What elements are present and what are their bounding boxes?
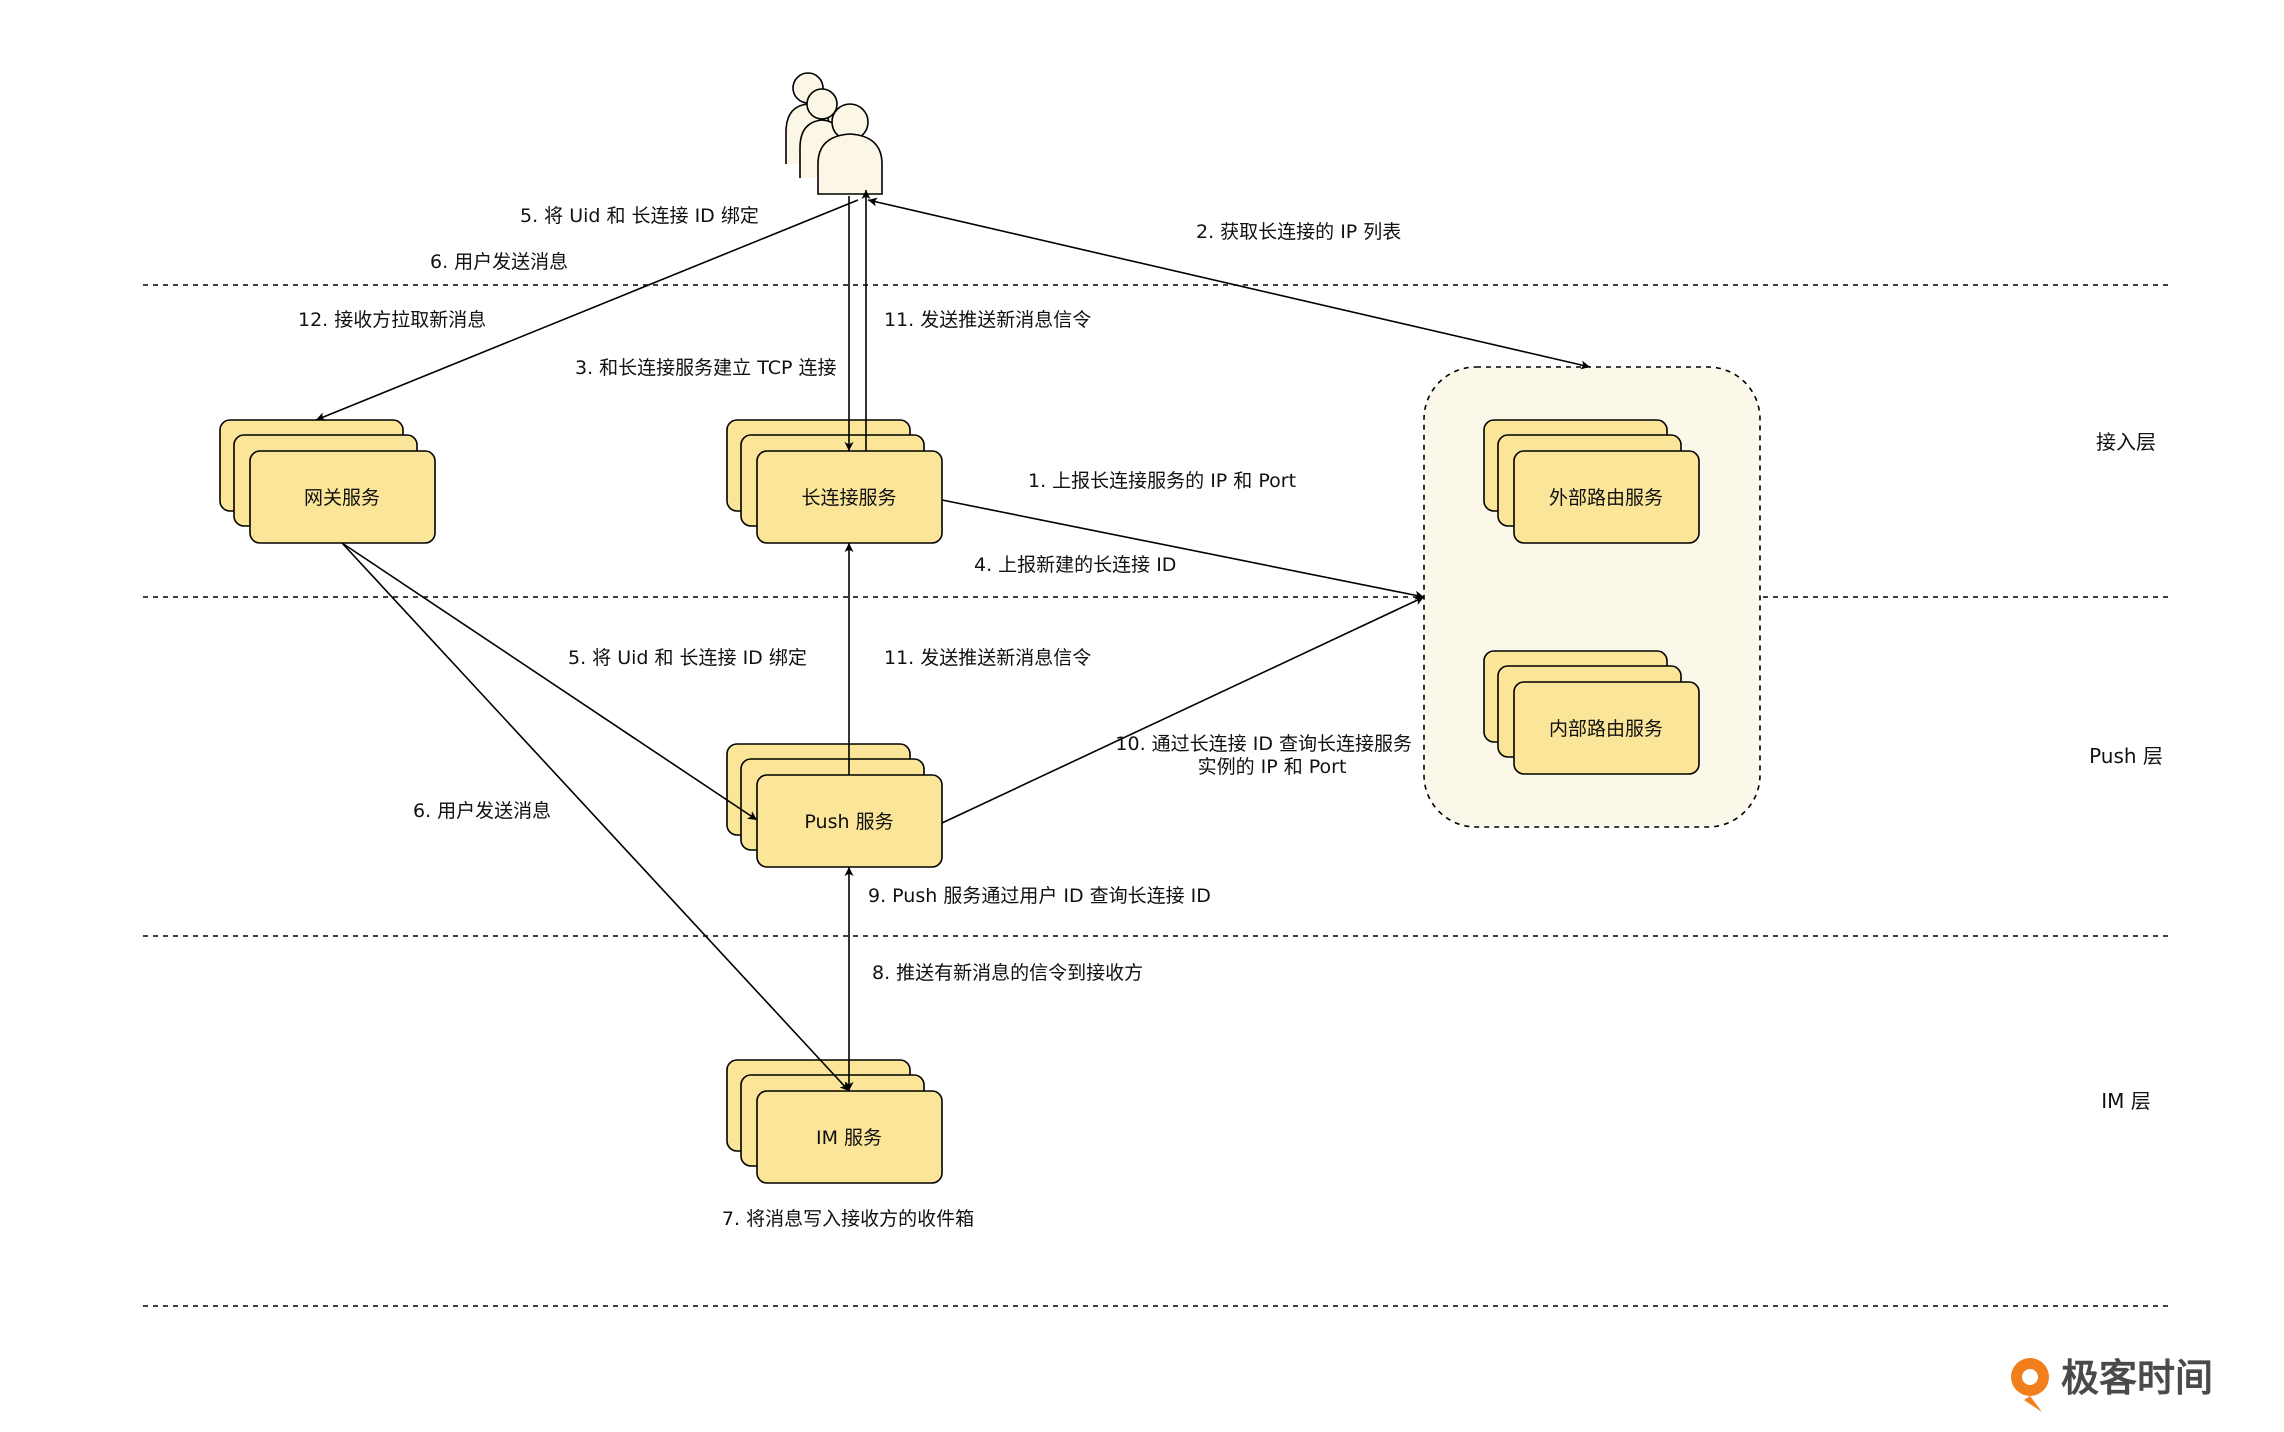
label-bind-uid-top: 5. 将 Uid 和 长连接 ID 绑定 bbox=[520, 205, 759, 227]
layer-label-im: IM 层 bbox=[2101, 1089, 2151, 1113]
edge-push-to-router bbox=[941, 596, 1425, 824]
label-send-signal-top: 11. 发送推送新消息信令 bbox=[884, 309, 1091, 331]
edge-gateway-to-push bbox=[341, 542, 758, 821]
edge-longconn-to-router bbox=[941, 499, 1425, 600]
label-report-new-conn: 4. 上报新建的长连接 ID bbox=[974, 554, 1176, 576]
layer-label-access: 接入层 bbox=[2096, 430, 2156, 454]
label-query-instance-1: 10. 通过长连接 ID 查询长连接服务 bbox=[1115, 733, 1412, 755]
external-router-service-label: 外部路由服务 bbox=[1549, 487, 1663, 509]
gateway-service-label: 网关服务 bbox=[304, 487, 380, 509]
label-user-send-top: 6. 用户发送消息 bbox=[430, 251, 568, 273]
push-service: Push 服务 bbox=[726, 743, 943, 868]
gateway-service: 网关服务 bbox=[219, 419, 436, 544]
label-write-inbox: 7. 将消息写入接收方的收件箱 bbox=[722, 1208, 974, 1230]
edge-gateway-to-im bbox=[341, 542, 850, 1092]
longconn-service: 长连接服务 bbox=[726, 419, 943, 544]
brand-name: 极客时间 bbox=[2061, 1356, 2213, 1400]
im-service: IM 服务 bbox=[726, 1059, 943, 1184]
label-push-signal: 8. 推送有新消息的信令到接收方 bbox=[872, 962, 1143, 984]
label-get-ip-list: 2. 获取长连接的 IP 列表 bbox=[1196, 221, 1401, 243]
im-service-label: IM 服务 bbox=[816, 1127, 882, 1149]
longconn-service-label: 长连接服务 bbox=[801, 487, 896, 509]
layer-label-push: Push 层 bbox=[2089, 744, 2163, 768]
label-user-send-mid: 6. 用户发送消息 bbox=[413, 800, 551, 822]
label-establish-tcp: 3. 和长连接服务建立 TCP 连接 bbox=[575, 357, 836, 379]
internal-router-service: 内部路由服务 bbox=[1483, 650, 1700, 775]
label-bind-uid-mid: 5. 将 Uid 和 长连接 ID 绑定 bbox=[568, 647, 807, 669]
external-router-service: 外部路由服务 bbox=[1483, 419, 1700, 544]
internal-router-service-label: 内部路由服务 bbox=[1549, 718, 1663, 740]
edge-user-router bbox=[867, 197, 1591, 370]
label-report-ip-port: 1. 上报长连接服务的 IP 和 Port bbox=[1028, 470, 1296, 492]
label-send-signal-mid: 11. 发送推送新消息信令 bbox=[884, 647, 1091, 669]
edge-user-to-gateway bbox=[315, 199, 859, 421]
geektime-logo-icon bbox=[2011, 1358, 2049, 1412]
users-icon bbox=[785, 72, 883, 195]
push-service-label: Push 服务 bbox=[804, 811, 893, 833]
label-push-query: 9. Push 服务通过用户 ID 查询长连接 ID bbox=[868, 885, 1211, 907]
label-query-instance-2: 实例的 IP 和 Port bbox=[1198, 756, 1347, 778]
label-receiver-pull: 12. 接收方拉取新消息 bbox=[298, 309, 486, 331]
